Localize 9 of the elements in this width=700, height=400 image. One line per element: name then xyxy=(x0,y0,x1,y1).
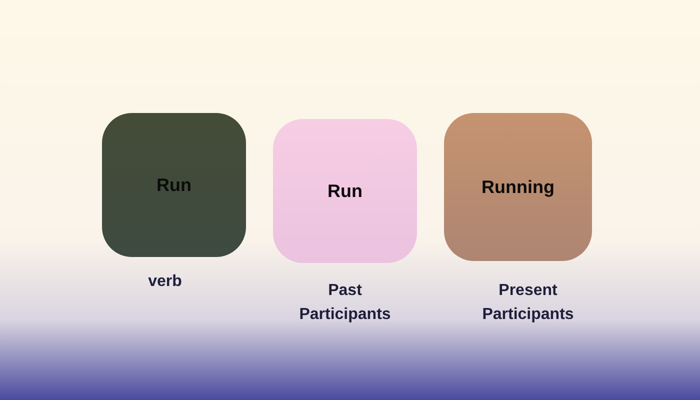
node-label: Run xyxy=(328,180,362,202)
node-label: Past Participants xyxy=(298,281,392,325)
node-label: Running xyxy=(482,176,554,199)
node-label: Run xyxy=(156,174,192,196)
node-label: Present Participants xyxy=(481,281,575,325)
rounded-square xyxy=(273,119,417,263)
node-label: verb xyxy=(147,272,183,292)
rounded-square xyxy=(102,113,246,257)
rounded-square xyxy=(444,113,592,261)
